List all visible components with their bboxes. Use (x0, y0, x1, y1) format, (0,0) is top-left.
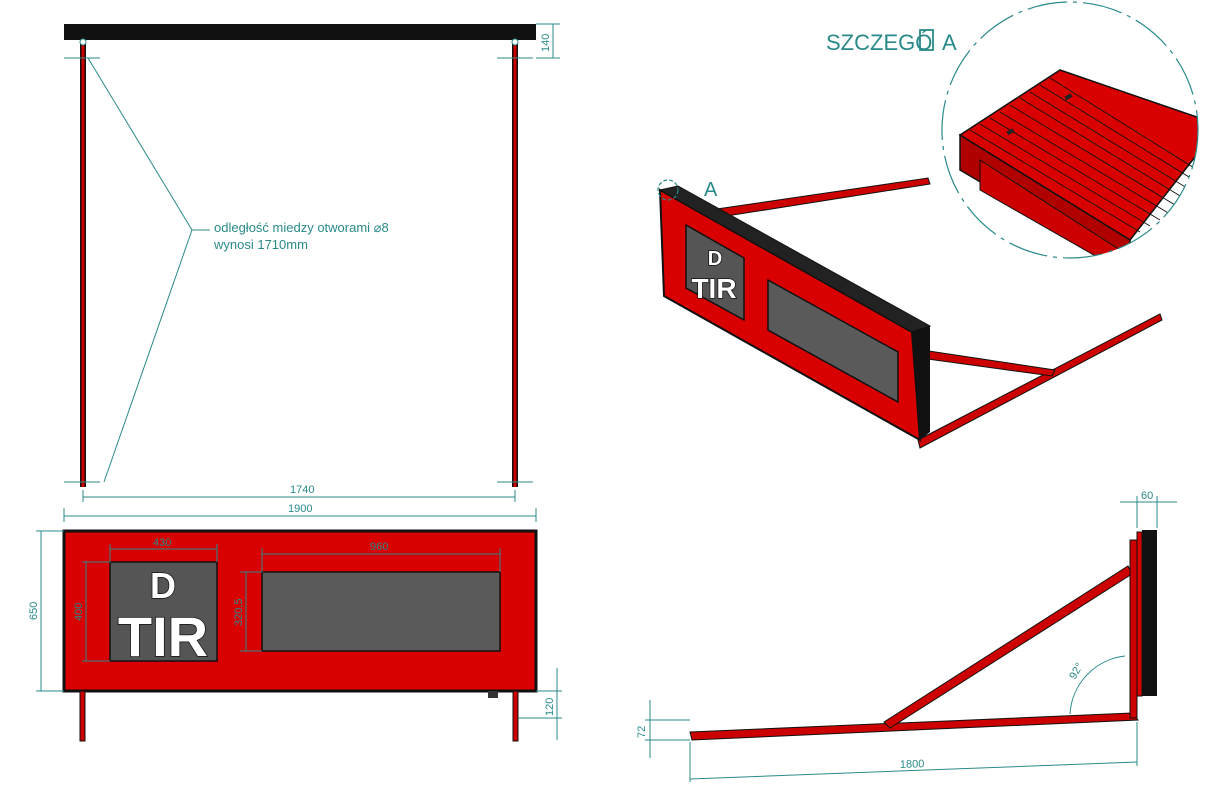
detail-circle (941, 1, 1199, 259)
iso-logo-panel (685, 223, 745, 322)
detail-marker-label: A (704, 179, 718, 201)
ground-arm (917, 313, 1163, 449)
side-brace (883, 565, 1133, 729)
dim-1900-label: 1900 (288, 503, 312, 515)
logo-panel (109, 561, 218, 662)
top-beam (64, 24, 536, 40)
iso-display-panel (767, 278, 899, 404)
dim-1740-label: 1740 (290, 484, 314, 496)
leader-top (87, 57, 193, 231)
sign-letter-tir: TIR (118, 605, 208, 668)
hole-note-line1: odległość miedzy otworami ⌀8 (214, 220, 389, 235)
dim-1800-label: 1800 (900, 758, 925, 771)
front-view: D TIR 430 960 650 400 320,5 (28, 529, 562, 742)
leader-bottom (103, 229, 193, 483)
hole-note-line2: wynosi 1710mm (213, 237, 308, 252)
iso-letter-d: D (708, 248, 722, 270)
detail-marker (657, 179, 679, 201)
sign-letter-d: D (150, 565, 176, 606)
dim-400-label: 400 (73, 603, 85, 621)
dim-72-label: 72 (636, 726, 648, 738)
dim-320-5-label: 320,5 (233, 598, 245, 626)
dim-92-label: 92° (1067, 661, 1086, 681)
side-view: 60 92° 72 1800 (636, 490, 1177, 782)
angle-arc (1069, 655, 1126, 715)
side-upright (1129, 539, 1138, 719)
dim-650-label: 650 (28, 602, 40, 620)
display-panel (261, 571, 501, 652)
side-sign (1142, 530, 1157, 696)
dim-960-label: 960 (370, 541, 388, 553)
dim-120-label: 120 (544, 698, 556, 716)
side-ground-arm (689, 712, 1140, 741)
right-leg (512, 690, 519, 742)
dim-430-label: 430 (153, 537, 171, 549)
detail-title-suffix: A (942, 30, 957, 55)
dim-60-label: 60 (1141, 490, 1153, 502)
iso-letter-tir: TIR (691, 273, 736, 304)
dim-140-label: 140 (540, 34, 552, 52)
top-view: 140 odległość miedzy otworami ⌀8 wynosi … (63, 23, 560, 522)
iso-view: D TIR A (657, 177, 1163, 449)
detail-a: SZCZEGÓ A (826, 1, 1199, 259)
left-leg (79, 690, 86, 742)
detail-title: SZCZEGÓ (826, 30, 932, 55)
